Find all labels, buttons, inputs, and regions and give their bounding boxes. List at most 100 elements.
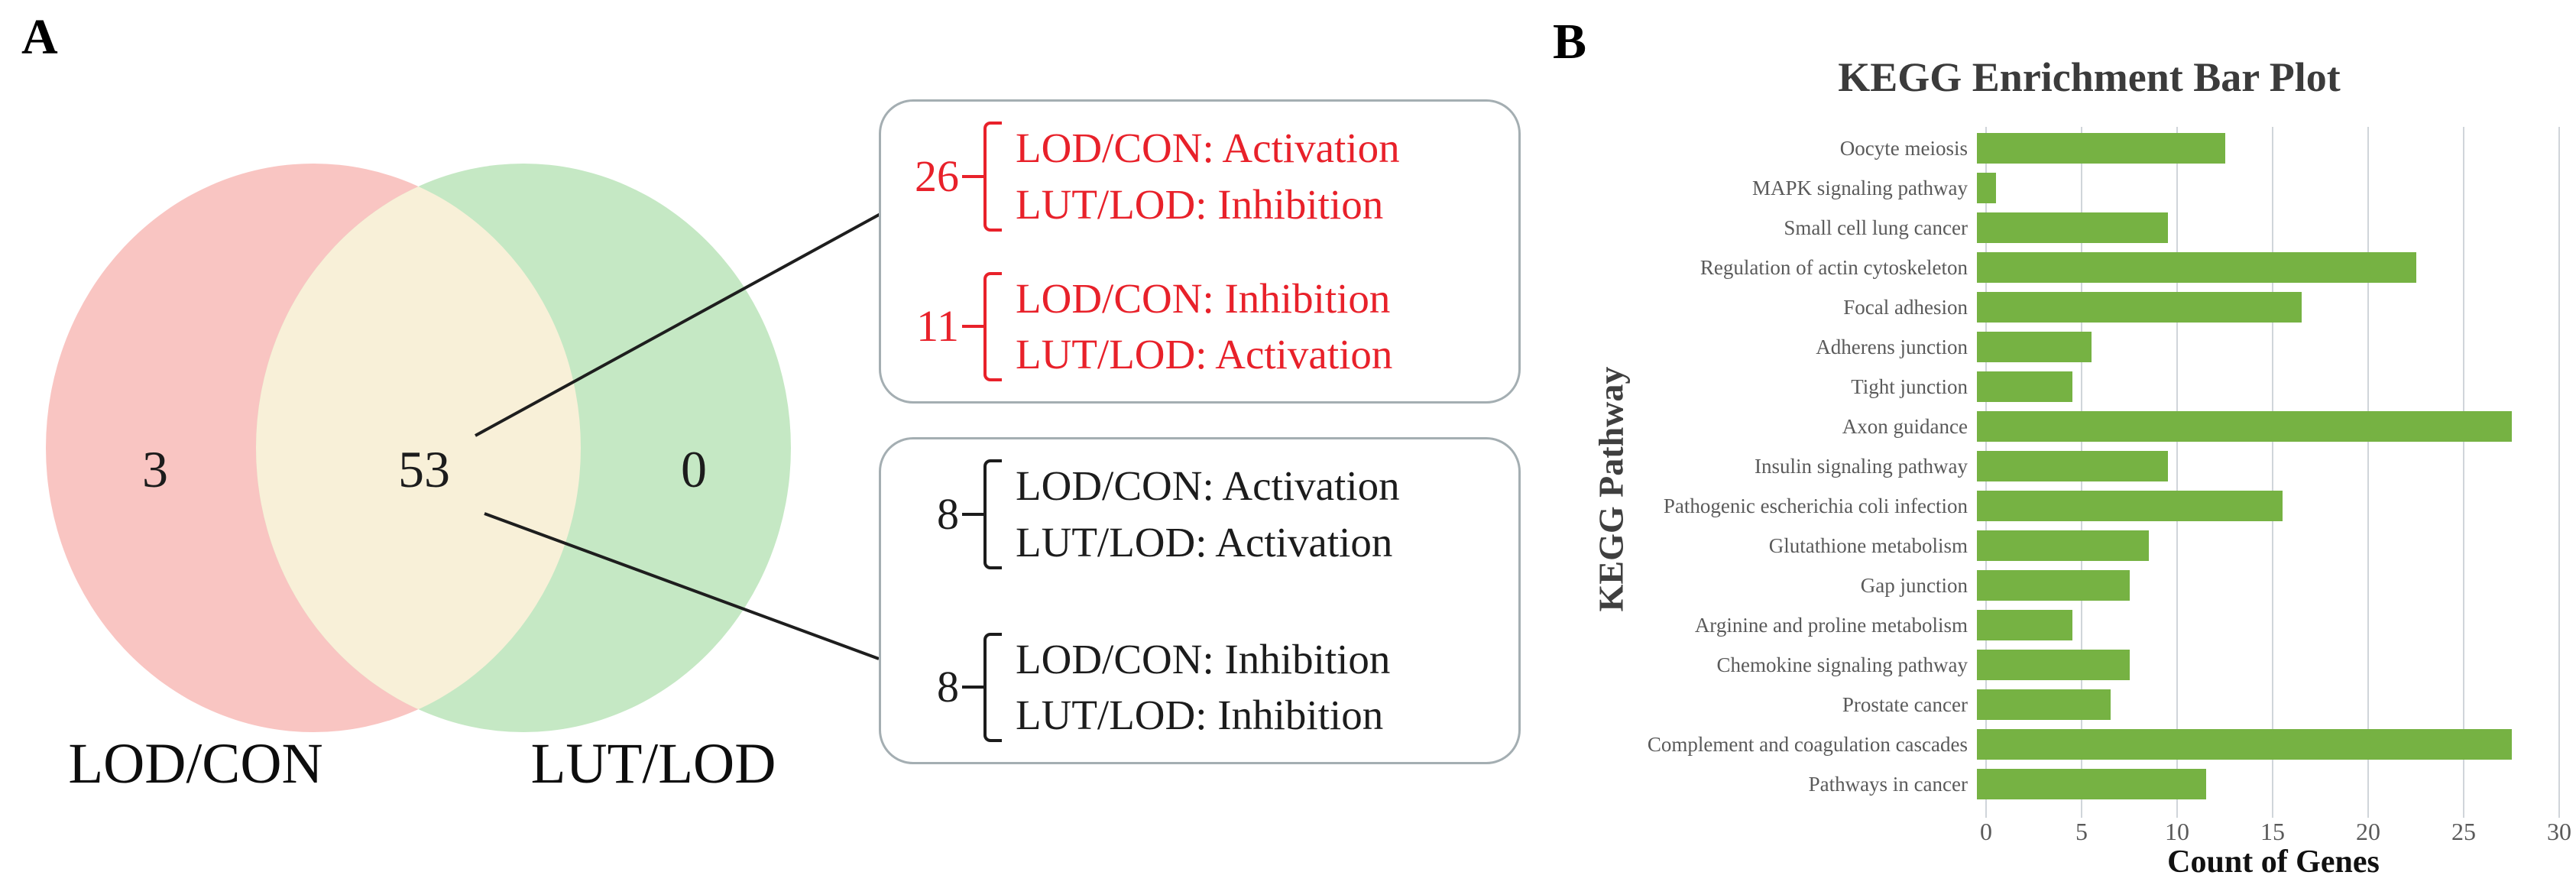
bar-track (1977, 212, 2550, 243)
annotation-box-black: 8 LOD/CON: Activation LUT/LOD: Activatio… (879, 437, 1521, 764)
category-label: Gap junction (1860, 573, 1968, 597)
bar-track (1977, 491, 2550, 521)
x-tick-label: 5 (2075, 818, 2088, 845)
category-label: Glutathione metabolism (1768, 533, 1968, 557)
bar-track (1977, 371, 2550, 402)
bar (1977, 451, 2168, 481)
category-label: Axon guidance (1842, 414, 1968, 438)
panel-a-label: A (21, 9, 58, 65)
bracket-icon (983, 459, 1002, 569)
bar-track (1977, 451, 2550, 481)
group-lines: LOD/CON: Inhibition LUT/LOD: Activation (1016, 272, 1392, 382)
annotation-group: 11 LOD/CON: Inhibition LUT/LOD: Activati… (901, 271, 1495, 382)
category-label: Complement and coagulation cascades (1647, 732, 1968, 756)
bar (1977, 650, 2130, 680)
chart-row: Axon guidance (1628, 407, 2559, 446)
dash-connector (962, 325, 983, 329)
annotation-group: 26 LOD/CON: Activation LUT/LOD: Inhibiti… (901, 122, 1495, 232)
category-label: Arginine and proline metabolism (1694, 613, 1968, 637)
bar-track (1977, 292, 2550, 323)
gridline (2463, 127, 2464, 818)
bar (1977, 252, 2416, 283)
bracket-icon (983, 632, 1002, 742)
category-label: Pathogenic escherichia coli infection (1663, 494, 1968, 517)
chart-row: Prostate cancer (1628, 685, 2559, 725)
group-count: 26 (915, 151, 959, 201)
group-line: LOD/CON: Inhibition (1016, 635, 1391, 682)
dash-connector (962, 686, 983, 689)
bar (1977, 411, 2512, 442)
chart-row: Gap junction (1628, 566, 2559, 605)
bar-track (1977, 411, 2550, 442)
bar-track (1977, 252, 2550, 283)
group-count: 11 (916, 301, 959, 352)
group-line: LUT/LOD: Activation (1016, 518, 1393, 566)
bar (1977, 371, 2072, 402)
bar (1977, 689, 2111, 720)
bar (1977, 173, 1996, 203)
category-label: Focal adhesion (1843, 295, 1968, 319)
x-tick-label: 25 (2451, 818, 2476, 845)
category-label: Adherens junction (1816, 335, 1968, 358)
category-label: MAPK signaling pathway (1752, 176, 1968, 199)
group-lines: LOD/CON: Inhibition LUT/LOD: Inhibition (1016, 633, 1390, 743)
venn-left-only-count: 3 (142, 440, 168, 498)
bar (1977, 769, 2206, 799)
bar (1977, 570, 2130, 601)
group-count: 8 (937, 488, 959, 539)
chart-row: Complement and coagulation cascades (1628, 725, 2559, 764)
group-line: LOD/CON: Inhibition (1016, 274, 1391, 322)
annotation-group: 8 LOD/CON: Activation LUT/LOD: Activatio… (901, 459, 1495, 569)
bar (1977, 729, 2512, 760)
group-count: 8 (937, 662, 959, 712)
chart-row: Pathways in cancer (1628, 764, 2559, 804)
venn-right-only-count: 0 (681, 440, 707, 498)
chart-row: MAPK signaling pathway (1628, 168, 2559, 208)
bar (1977, 491, 2283, 521)
chart-row: Regulation of actin cytoskeleton (1628, 248, 2559, 287)
x-tick-label: 0 (1980, 818, 1992, 845)
chart-row: Insulin signaling pathway (1628, 446, 2559, 486)
bar (1977, 292, 2302, 323)
bar-track (1977, 729, 2550, 760)
chart-row: Chemokine signaling pathway (1628, 645, 2559, 685)
chart-row: Oocyte meiosis (1628, 128, 2559, 168)
gridline (2176, 127, 2178, 818)
venn-overlap-count: 53 (398, 440, 450, 498)
annotation-group: 8 LOD/CON: Inhibition LUT/LOD: Inhibitio… (901, 632, 1495, 743)
annotation-box-red: 26 LOD/CON: Activation LUT/LOD: Inhibiti… (879, 99, 1521, 404)
x-tick-label: 15 (2260, 818, 2285, 845)
group-lines: LOD/CON: Activation LUT/LOD: Activation (1016, 459, 1400, 569)
category-label: Oocyte meiosis (1839, 136, 1968, 160)
venn-overlap-region (256, 164, 581, 732)
venn-right-label: LUT/LOD (530, 732, 776, 796)
bar-track (1977, 689, 2550, 720)
category-label: Chemokine signaling pathway (1716, 653, 1968, 676)
chart-row: Glutathione metabolism (1628, 526, 2559, 566)
dash-connector (962, 512, 983, 516)
gridline (2272, 127, 2273, 818)
category-label: Prostate cancer (1842, 692, 1968, 716)
category-label: Pathways in cancer (1808, 772, 1968, 796)
group-line: LOD/CON: Activation (1016, 125, 1400, 171)
bar-track (1977, 530, 2550, 561)
bracket-icon (983, 271, 1002, 381)
bar-track (1977, 133, 2550, 164)
bar (1977, 610, 2072, 640)
y-axis-label: KEGG Pathway (1591, 366, 1631, 612)
gridline (2558, 127, 2560, 818)
category-label: Tight junction (1851, 374, 1968, 398)
bar-track (1977, 570, 2550, 601)
category-label: Small cell lung cancer (1784, 216, 1968, 239)
group-line: LUT/LOD: Inhibition (1016, 180, 1384, 228)
group-line: LOD/CON: Activation (1016, 462, 1400, 509)
chart-row: Focal adhesion (1628, 287, 2559, 327)
category-label: Regulation of actin cytoskeleton (1700, 255, 1968, 279)
x-axis-label: Count of Genes (2167, 844, 2380, 880)
panel-b-label: B (1553, 14, 1587, 70)
chart-title: KEGG Enrichment Bar Plot (1838, 54, 2341, 100)
group-lines: LOD/CON: Activation LUT/LOD: Inhibition (1016, 122, 1400, 232)
chart-row: Arginine and proline metabolism (1628, 605, 2559, 645)
